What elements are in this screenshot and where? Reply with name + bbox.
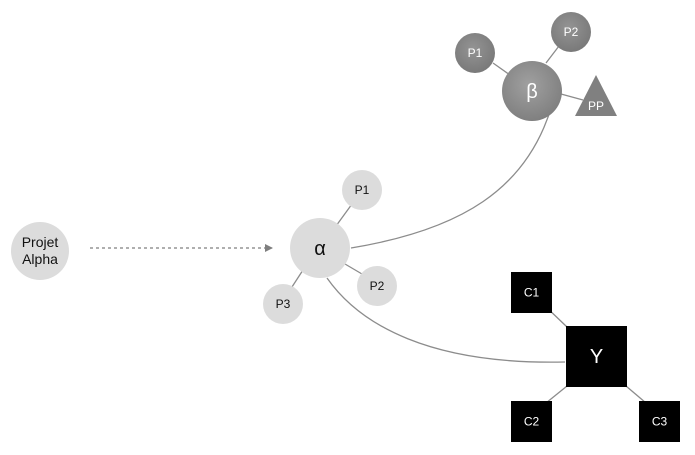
connector-alpha-p1: [335, 203, 353, 227]
node-alpha-child-p2-label: P2: [370, 279, 385, 293]
connector-beta-pp: [560, 93, 584, 101]
node-gamma[interactable]: Y: [566, 326, 627, 387]
connector-alpha-to-beta: [350, 104, 553, 249]
node-alpha-child-p1[interactable]: P1: [342, 170, 382, 210]
node-gamma-child-c1-label: C1: [524, 286, 540, 300]
node-project-alpha-label-line2: Alpha: [22, 251, 58, 267]
node-alpha-child-p3-label: P3: [276, 297, 291, 311]
node-beta-child-p1[interactable]: P1: [455, 33, 495, 73]
node-gamma-child-c2-label: C2: [524, 415, 540, 429]
node-alpha[interactable]: α: [290, 218, 350, 278]
node-alpha-child-p2[interactable]: P2: [357, 266, 397, 306]
connector-alpha-p2: [344, 263, 363, 275]
node-gamma-child-c2[interactable]: C2: [511, 401, 552, 442]
node-gamma-label: Y: [590, 346, 603, 368]
connector-gamma-c3: [625, 385, 647, 404]
connector-alpha-to-gamma: [326, 277, 566, 363]
node-gamma-child-c1[interactable]: C1: [511, 272, 552, 313]
node-beta-cluster: P1 P2 PP β: [455, 12, 617, 121]
node-alpha-label: α: [314, 238, 326, 260]
node-beta-child-pp[interactable]: PP: [575, 75, 617, 116]
connector-beta-p2: [545, 45, 560, 64]
node-gamma-cluster: C1 C2 C3 Y: [511, 272, 680, 442]
node-alpha-child-p3[interactable]: P3: [263, 284, 303, 324]
node-project-alpha-label-line1: Projet: [22, 234, 59, 250]
connector-group: [90, 45, 647, 404]
node-alpha-child-p1-label: P1: [355, 183, 370, 197]
node-beta-child-p2-label: P2: [564, 25, 579, 39]
node-project-alpha[interactable]: Projet Alpha: [11, 222, 69, 280]
node-beta[interactable]: β: [502, 61, 562, 121]
connector-beta-p1: [492, 62, 511, 76]
node-beta-child-pp-label: PP: [588, 99, 604, 113]
node-beta-child-p2[interactable]: P2: [551, 12, 591, 52]
node-gamma-child-c3-label: C3: [652, 415, 668, 429]
connector-gamma-c2: [545, 385, 568, 404]
node-gamma-child-c3[interactable]: C3: [639, 401, 680, 442]
node-alpha-cluster: P1 P2 P3 α: [263, 170, 397, 324]
node-beta-child-p1-label: P1: [468, 46, 483, 60]
node-beta-label: β: [526, 81, 538, 103]
